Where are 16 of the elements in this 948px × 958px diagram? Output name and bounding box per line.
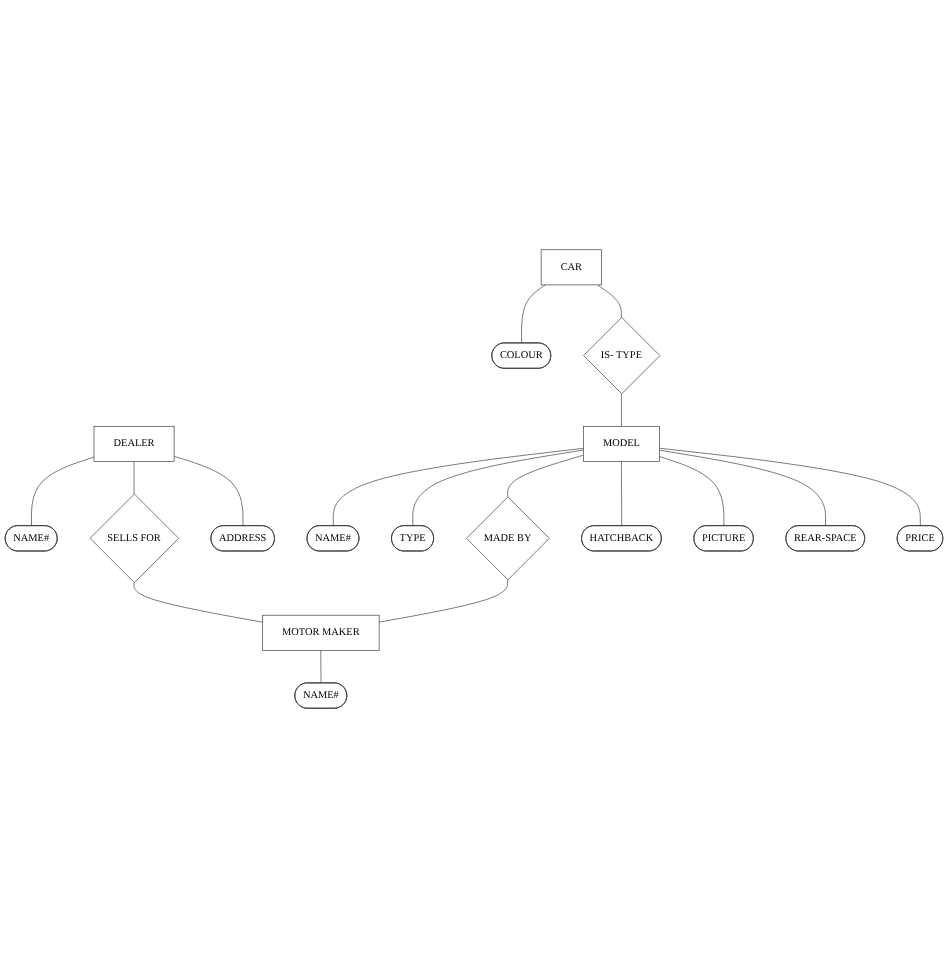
connector bbox=[412, 449, 584, 527]
connector bbox=[621, 393, 622, 427]
connector bbox=[521, 284, 546, 344]
connector bbox=[173, 456, 244, 527]
connector bbox=[659, 456, 725, 527]
connector bbox=[332, 448, 584, 527]
connector bbox=[31, 456, 95, 527]
connector bbox=[507, 454, 584, 498]
connector bbox=[659, 447, 921, 527]
connector bbox=[133, 582, 263, 623]
connector bbox=[320, 650, 322, 684]
connector bbox=[659, 449, 826, 527]
connector bbox=[621, 461, 623, 527]
connector bbox=[378, 579, 508, 623]
connector bbox=[597, 284, 622, 318]
connector bbox=[133, 461, 135, 495]
